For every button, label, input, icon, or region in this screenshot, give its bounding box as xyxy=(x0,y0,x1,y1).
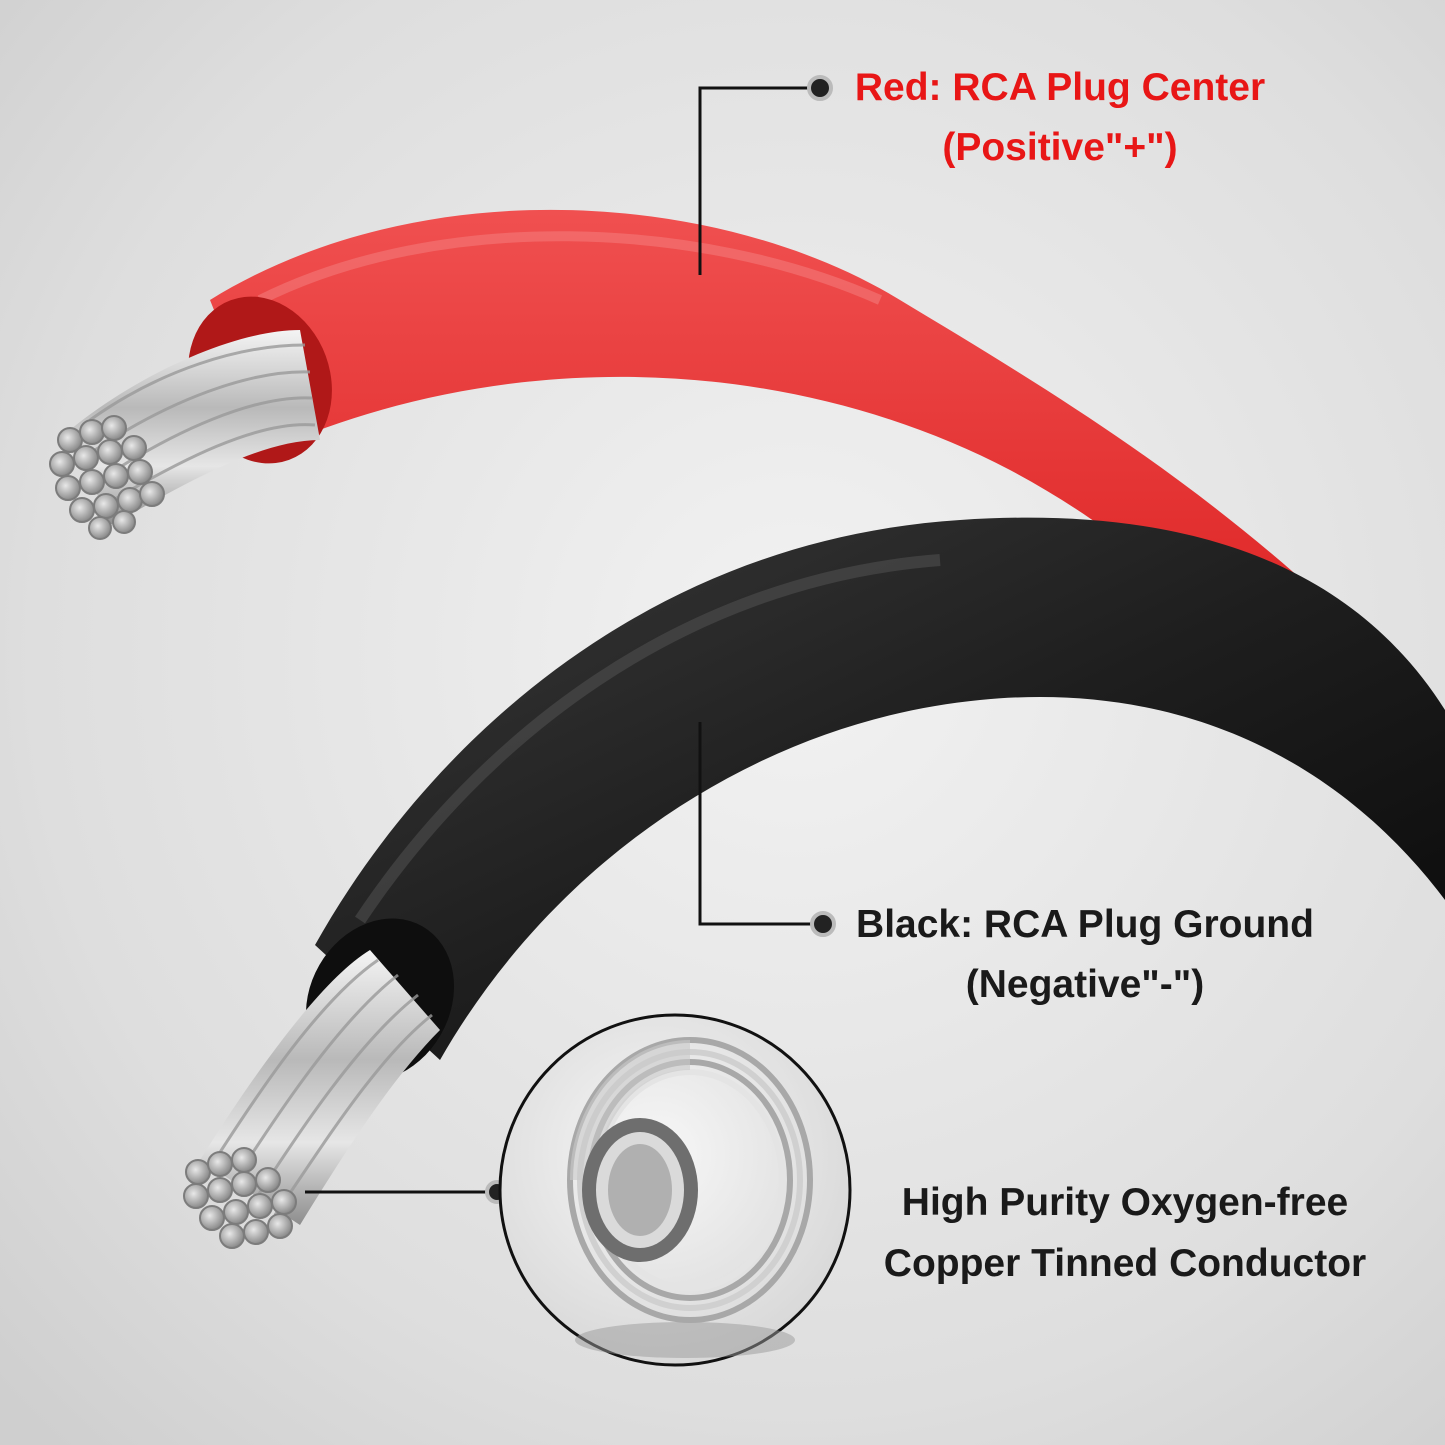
black-label-line2: (Negative"-") xyxy=(965,963,1205,1006)
red-wire-label: Red: RCA Plug Center (Positive"+") xyxy=(820,58,1300,178)
conductor-label: High Purity Oxygen-free Copper Tinned Co… xyxy=(860,1172,1390,1294)
red-callout-line xyxy=(698,86,818,275)
black-callout-dot xyxy=(810,911,836,937)
red-label-line2: (Positive"+") xyxy=(942,126,1178,169)
red-callout-dot xyxy=(807,75,833,101)
black-label-line1: Black: RCA Plug Ground xyxy=(856,903,1314,946)
conductor-label-line2: Copper Tinned Conductor xyxy=(883,1242,1367,1285)
red-wire-icon xyxy=(49,209,1445,890)
copper-coil-icon xyxy=(498,1013,852,1367)
red-label-line1: Red: RCA Plug Center xyxy=(854,66,1266,109)
black-wire-label: Black: RCA Plug Ground (Negative"-") xyxy=(820,895,1350,1015)
black-wire-icon xyxy=(183,517,1445,1249)
conductor-label-line1: High Purity Oxygen-free xyxy=(901,1181,1349,1224)
black-callout-line xyxy=(698,722,820,926)
